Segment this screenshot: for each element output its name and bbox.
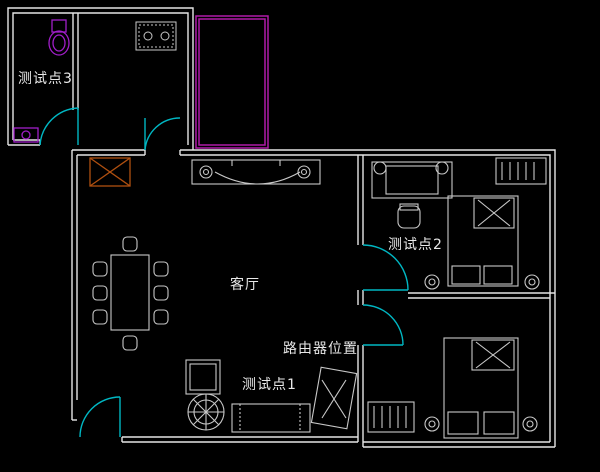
sofa-set — [185, 359, 358, 433]
balcony — [195, 15, 269, 149]
bathroom-fixtures — [13, 19, 70, 143]
bedroom-1-furniture — [367, 337, 538, 439]
tv-unit — [191, 159, 321, 185]
bedroom-2-furniture — [371, 157, 547, 290]
test-point-3-label: 测试点3 — [18, 71, 73, 87]
beam — [89, 157, 131, 187]
walls — [7, 7, 556, 448]
doors — [39, 107, 409, 438]
router-location-label: 路由器位置 — [283, 341, 358, 357]
test-point-2-label: 测试点2 — [388, 237, 443, 253]
test-point-1-label: 测试点1 — [242, 377, 297, 393]
living-room-label: 客厅 — [230, 277, 260, 293]
dining-set — [92, 236, 169, 351]
stove — [135, 21, 177, 51]
